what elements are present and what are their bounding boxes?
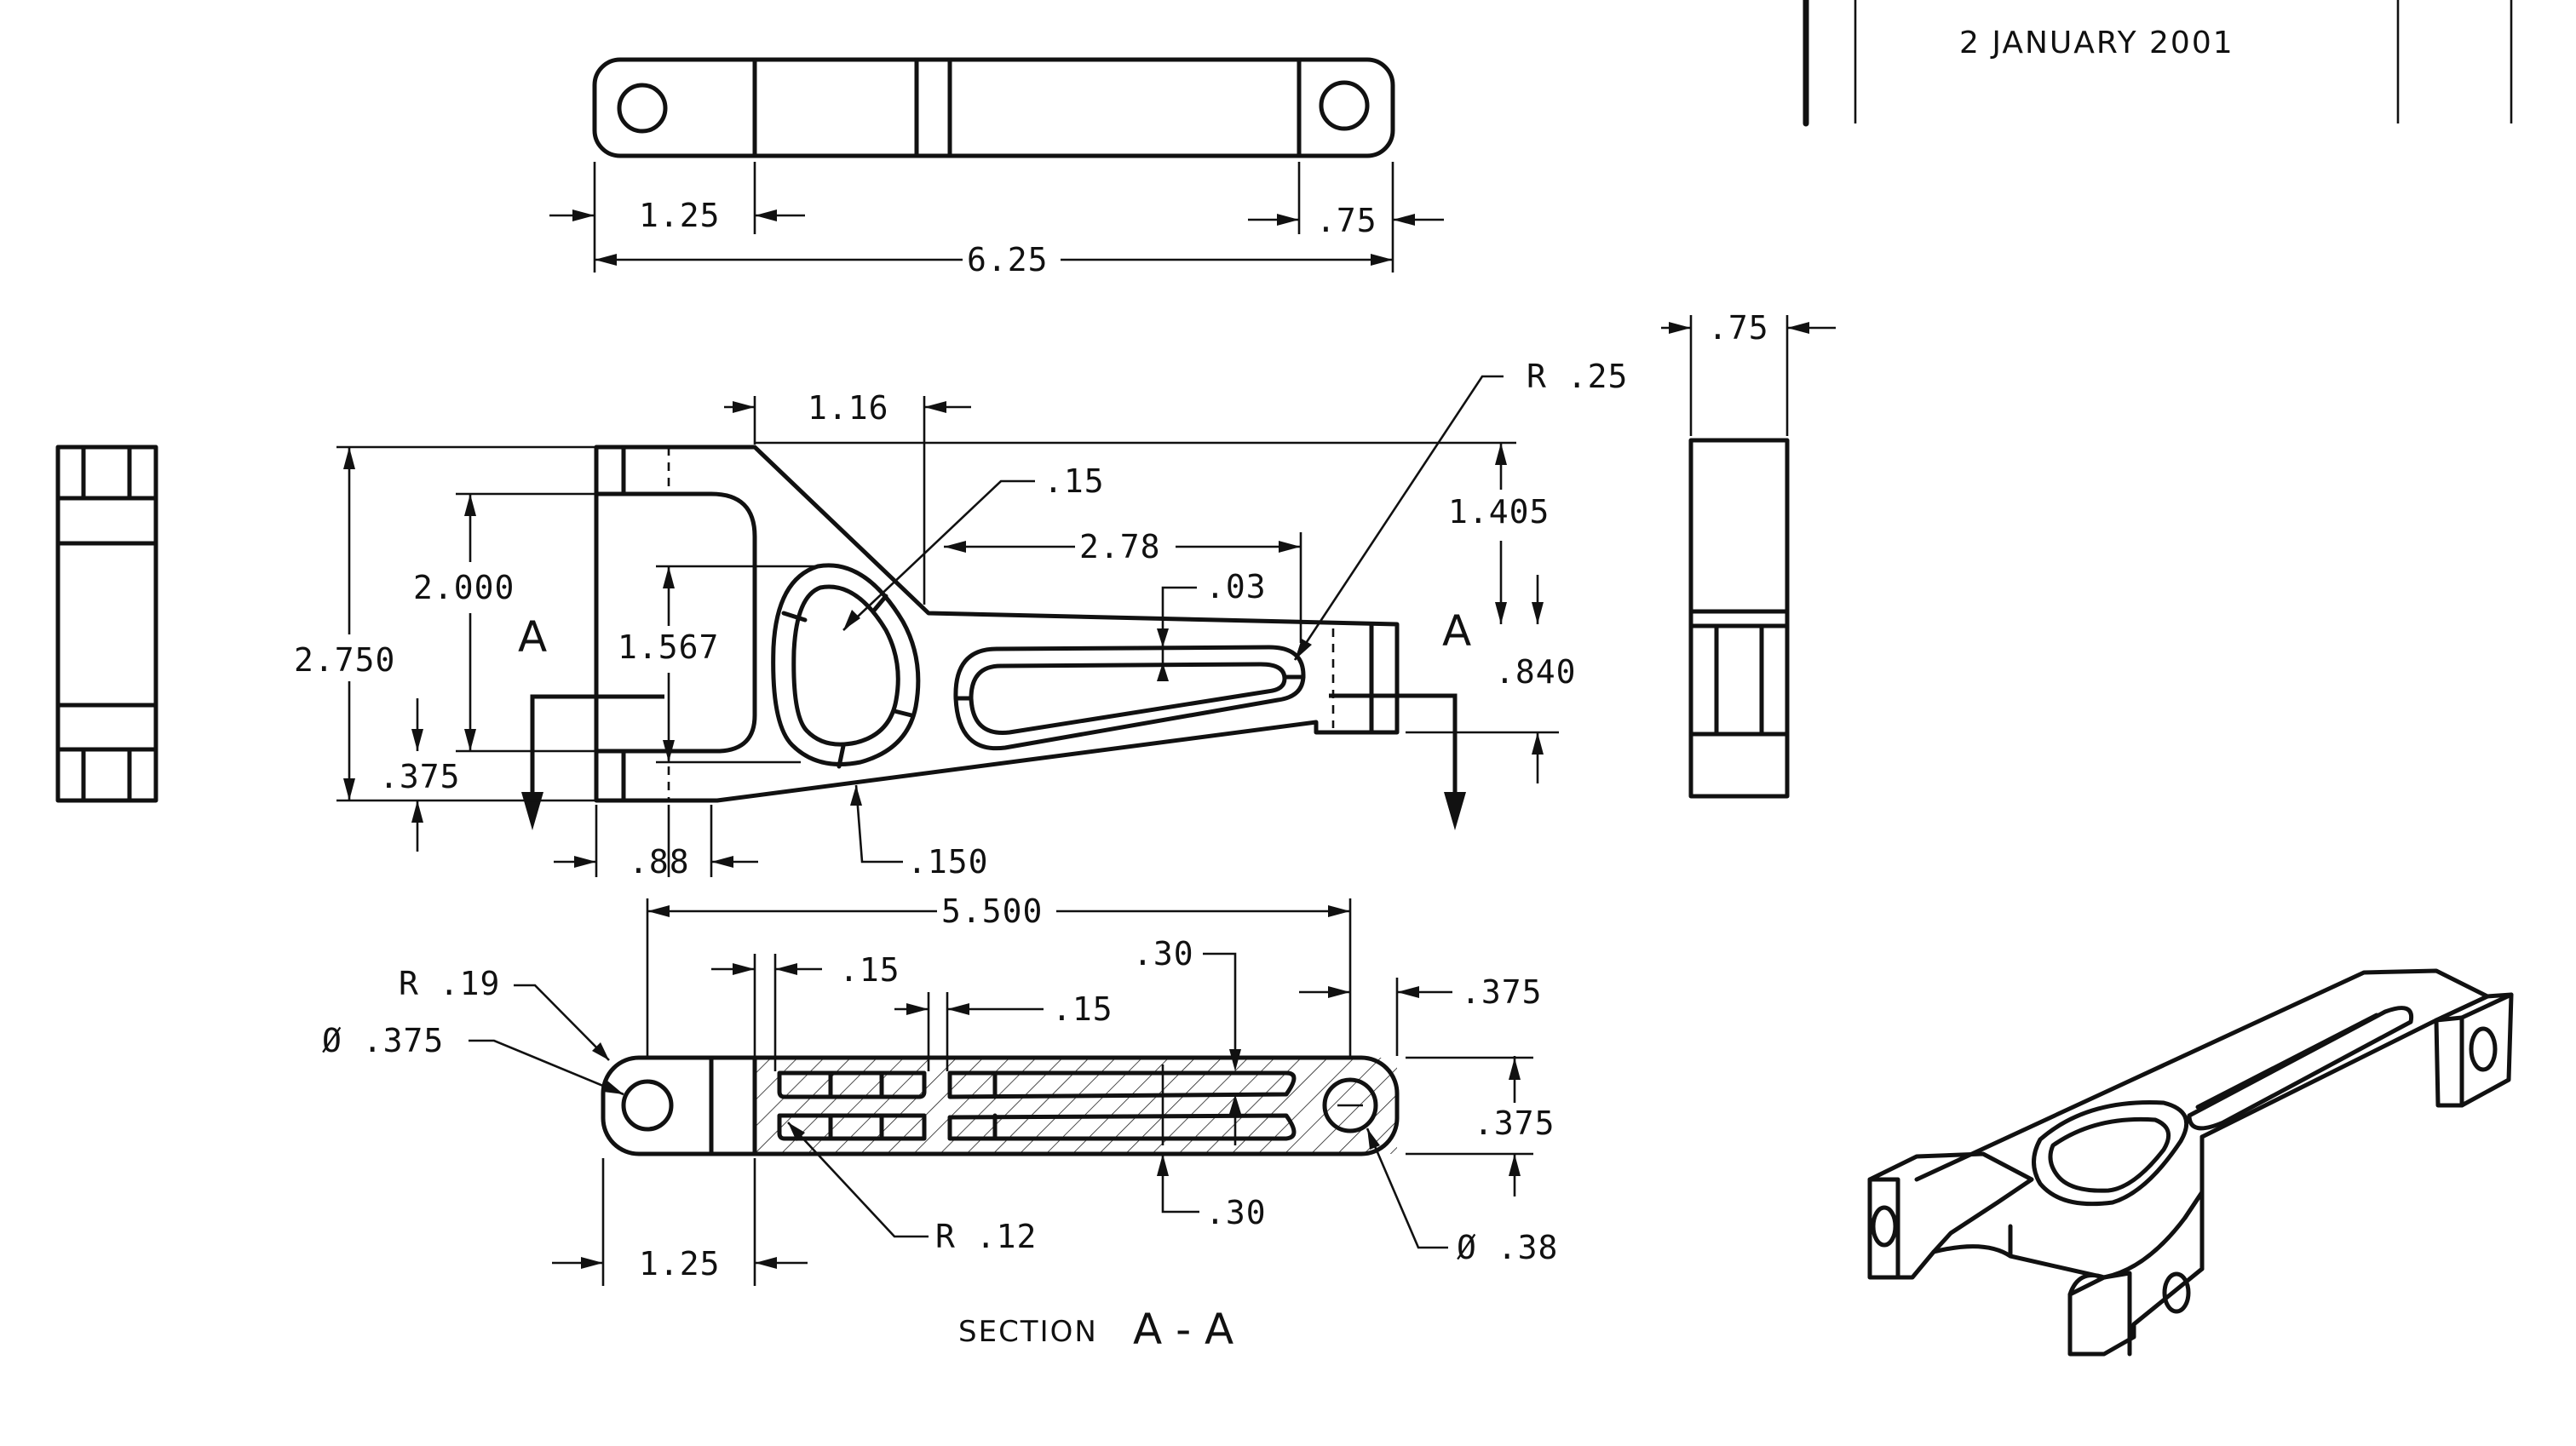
isometric-view bbox=[1867, 968, 2514, 1357]
dim-front-1-405: 1.405 bbox=[1448, 493, 1550, 531]
section-letter-left: A bbox=[518, 612, 547, 662]
dim-top-6-25: 6.25 bbox=[967, 241, 1049, 278]
dim-section-0-375-top: .375 bbox=[1461, 973, 1543, 1011]
dim-section-r-0-12: R .12 bbox=[935, 1218, 1037, 1255]
title-block: 2 JANUARY 2001 bbox=[1803, 0, 2513, 127]
dim-front-0-150: .150 bbox=[907, 843, 989, 881]
section-view: 5.500 .15 .30 .15 .375 R .19 Ø .375 bbox=[322, 892, 1558, 1354]
dim-front-2-78: 2.78 bbox=[1079, 528, 1161, 565]
dim-section-r-0-19: R .19 bbox=[399, 965, 500, 1002]
dim-side-0-75: .75 bbox=[1708, 309, 1769, 347]
dim-section-0-30-bottom: .30 bbox=[1205, 1194, 1267, 1231]
dim-section-0-15-left: .15 bbox=[839, 951, 900, 989]
dim-top-0-75: .75 bbox=[1316, 202, 1377, 239]
dim-section-0-15-mid: .15 bbox=[1052, 990, 1113, 1028]
dim-front-2-750: 2.750 bbox=[294, 641, 395, 679]
dim-front-0-03: .03 bbox=[1205, 568, 1267, 605]
dim-front-r-0-25: R .25 bbox=[1527, 358, 1628, 395]
dim-section-0-30-top: .30 bbox=[1133, 935, 1194, 973]
drawing-date: 2 JANUARY 2001 bbox=[1959, 26, 2234, 60]
section-label-letters: A - A bbox=[1133, 1305, 1233, 1354]
section-label-word: SECTION bbox=[958, 1315, 1098, 1349]
dim-front-1-16: 1.16 bbox=[808, 389, 889, 427]
dim-section-dia-0-375: Ø .375 bbox=[322, 1022, 444, 1059]
dim-section-5-500: 5.500 bbox=[941, 892, 1043, 930]
dim-front-1-567: 1.567 bbox=[618, 628, 719, 666]
dim-front-0-15: .15 bbox=[1044, 462, 1105, 500]
dim-front-2-000: 2.000 bbox=[413, 569, 515, 606]
left-end-view bbox=[55, 445, 158, 803]
front-view: A A 1.16 R .25 .15 2.78 .03 1.405 bbox=[294, 358, 1628, 881]
dim-front-0-88: .88 bbox=[629, 843, 690, 881]
top-view: 1.25 .75 6.25 bbox=[549, 57, 1444, 278]
dim-section-1-25: 1.25 bbox=[639, 1245, 721, 1282]
section-letter-right: A bbox=[1442, 606, 1471, 656]
dim-section-0-375-right: .375 bbox=[1474, 1105, 1555, 1142]
dim-section-dia-0-38: Ø .38 bbox=[1457, 1229, 1558, 1266]
dim-front-0-840: .840 bbox=[1495, 653, 1577, 691]
right-side-view: .75 bbox=[1661, 309, 1836, 799]
dim-top-1-25: 1.25 bbox=[639, 197, 721, 234]
dim-front-0-375: .375 bbox=[379, 758, 461, 795]
